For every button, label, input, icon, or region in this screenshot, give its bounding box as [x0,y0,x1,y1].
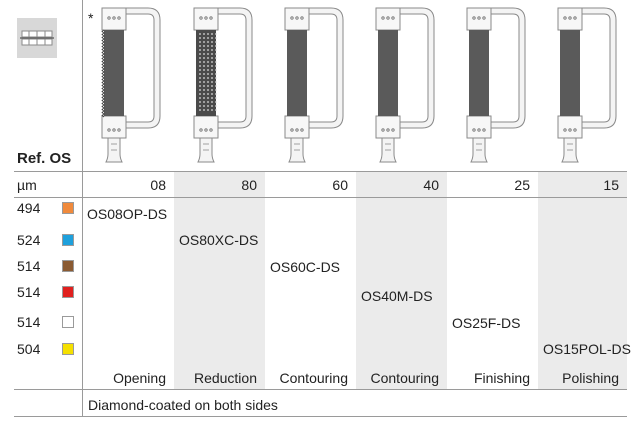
row-divider [14,197,627,198]
color-swatch [62,286,74,298]
usage-label: Polishing [562,370,619,386]
usage-label: Opening [113,370,166,386]
strip-holder-icon [548,4,628,168]
color-swatch [62,234,74,246]
color-swatch [62,202,74,214]
grit-value: 08 [150,177,166,193]
color-swatch [62,316,74,328]
usage-label: Reduction [193,370,257,386]
reference-code: OS60C-DS [270,259,341,275]
usage-label: Finishing [473,370,530,386]
row-code: 494 [17,200,41,216]
usage-label: Contouring [370,370,440,386]
row-code: 514 [17,314,41,330]
column-shade [538,171,627,389]
reference-code: OS80XC-DS [179,232,259,248]
um-label: µm [17,177,37,193]
braces-teeth-icon [17,18,57,58]
table-bottom [14,416,627,417]
grit-value: 40 [423,177,439,193]
grit-value: 25 [514,177,530,193]
header-divider [14,171,627,172]
column-shade [356,171,447,389]
column-divider [82,0,83,416]
reference-code: OS08OP-DS [87,206,168,222]
strip-holder-icon [184,4,264,168]
strip-holder-icon [92,4,172,168]
strip-holder-icon [457,4,537,168]
color-swatch [62,343,74,355]
reference-code: OS25F-DS [452,315,521,331]
column-shade [174,171,265,389]
grit-value: 15 [603,177,619,193]
row-code: 504 [17,341,41,357]
ref-header: Ref. OS [17,150,72,167]
grit-value: 80 [241,177,257,193]
grit-value: 60 [332,177,348,193]
row-code: 514 [17,284,41,300]
asterisk-note: * [88,10,94,26]
row-divider [14,389,627,390]
row-code: 524 [17,232,41,248]
color-swatch [62,260,74,272]
strip-holder-icon [366,4,446,168]
reference-code: OS40M-DS [361,288,433,304]
row-code: 514 [17,258,41,274]
usage-label: Contouring [279,370,349,386]
reference-code: OS15POL-DS [543,341,631,357]
coating-note: Diamond-coated on both sides [88,397,278,413]
strip-holder-icon [275,4,355,168]
